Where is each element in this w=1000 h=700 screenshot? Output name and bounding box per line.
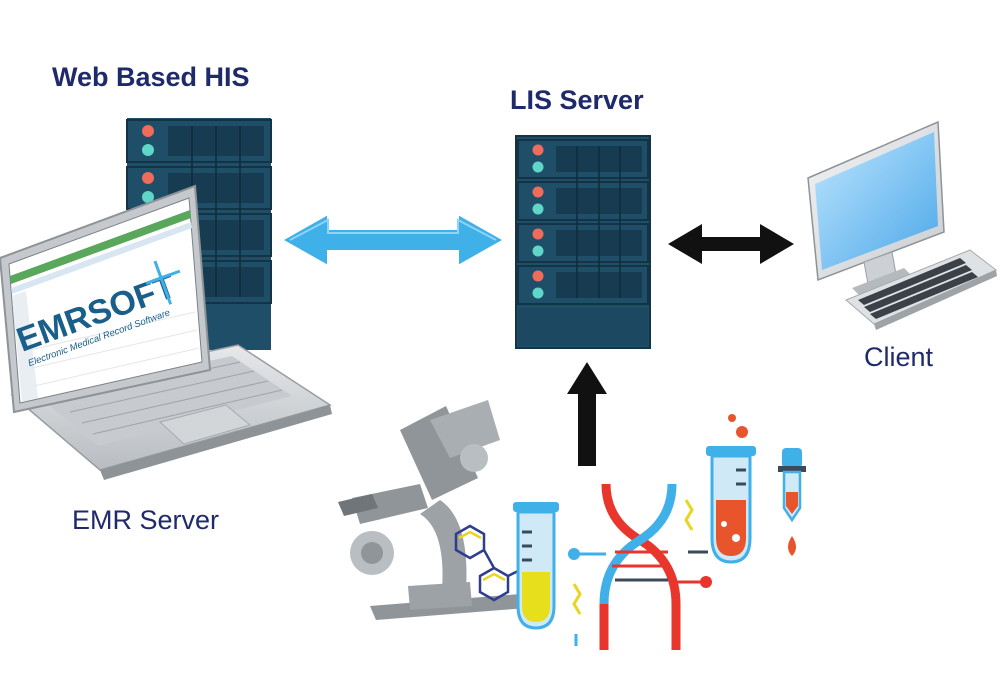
test-tube-red-icon [706, 414, 756, 564]
his-server-unit-1 [126, 119, 272, 163]
client-label: Client [864, 342, 934, 372]
lis-server-unit-3 [517, 223, 649, 263]
dna-helix-icon [599, 483, 681, 650]
lis-server-rack-icon [515, 135, 651, 349]
lis-server-unit-4 [517, 265, 649, 305]
lis-server-label: LIS Server [510, 85, 644, 115]
medical-cross-icon [145, 260, 181, 305]
molecule-icon [454, 524, 521, 602]
lis-server-unit-2 [517, 181, 649, 221]
dna-base-pairs [574, 550, 704, 584]
web-based-his-label: Web Based HIS [52, 62, 250, 92]
laboratory-icon [338, 400, 806, 650]
test-tube-yellow-icon [513, 502, 559, 630]
lis-client-double-arrow-icon [668, 224, 794, 264]
emr-laptop-icon: EMRSOFT Electronic Medical Record Softwa… [0, 184, 332, 480]
emr-server-label: EMR Server [72, 505, 220, 535]
dna-spark-marks [572, 499, 694, 615]
lab-to-lis-up-arrow-icon [567, 362, 607, 466]
client-desktop-computer-icon [807, 120, 997, 330]
microscope-icon [338, 400, 526, 620]
lis-server-unit-1 [517, 139, 649, 179]
his-lis-double-arrow-icon [279, 212, 507, 268]
dropper-icon [778, 448, 806, 556]
